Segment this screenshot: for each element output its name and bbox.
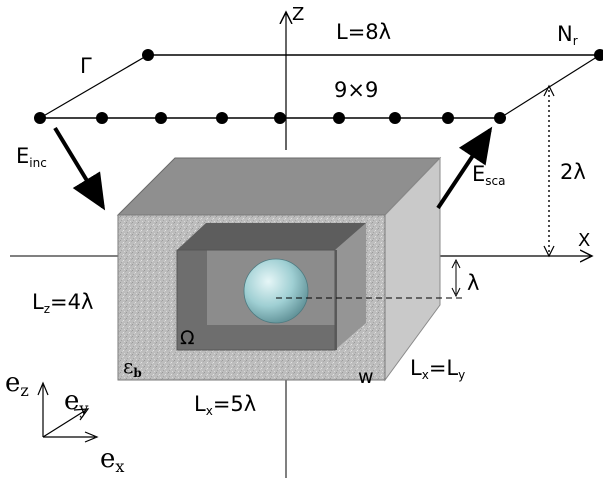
- receiver-plane-right-edge: [499, 54, 601, 119]
- receiver-point: [155, 112, 167, 124]
- scattered-field-label: Esca: [472, 162, 506, 188]
- wall-label: w: [358, 366, 374, 388]
- lz-label: Lz=4λ: [32, 290, 94, 316]
- receiver-point: [442, 112, 454, 124]
- receiver-point: [594, 49, 603, 61]
- lambda-label: λ: [467, 271, 480, 295]
- receiver-count-label: Nr: [557, 22, 578, 48]
- basis-vectors: [37, 381, 99, 443]
- ex-label: ex: [100, 444, 125, 476]
- scattered-field-arrow: [436, 126, 493, 210]
- receiver-point: [216, 112, 228, 124]
- ey-label: ey: [64, 386, 89, 418]
- ez-label: ez: [5, 368, 29, 400]
- omega-label: Ω: [180, 327, 195, 349]
- grid-size-label: 9×9: [334, 78, 379, 102]
- receiver-point: [34, 112, 46, 124]
- length-label: L=8λ: [336, 20, 392, 44]
- receiver-plane-left-edge: [39, 54, 149, 119]
- incident-field-arrow: [53, 126, 106, 211]
- receiver-point: [333, 112, 345, 124]
- z-axis-label: Z: [292, 4, 305, 25]
- background-permittivity-label: εb: [123, 354, 142, 380]
- scatterer-sphere: [243, 258, 309, 324]
- height-label: 2λ: [560, 160, 586, 184]
- receiver-point: [274, 112, 286, 124]
- receiver-point: [142, 49, 154, 61]
- lx-ly-label: Lx=Ly: [410, 356, 466, 382]
- receiver-grid: [34, 49, 603, 124]
- receiver-point: [389, 112, 401, 124]
- incident-field-label: Einc: [16, 144, 47, 170]
- receiver-point: [494, 112, 506, 124]
- x-axis-label: X: [578, 230, 591, 251]
- lx-label: Lx=5λ: [194, 392, 257, 418]
- gamma-label: Γ: [80, 54, 92, 78]
- receiver-point: [96, 112, 108, 124]
